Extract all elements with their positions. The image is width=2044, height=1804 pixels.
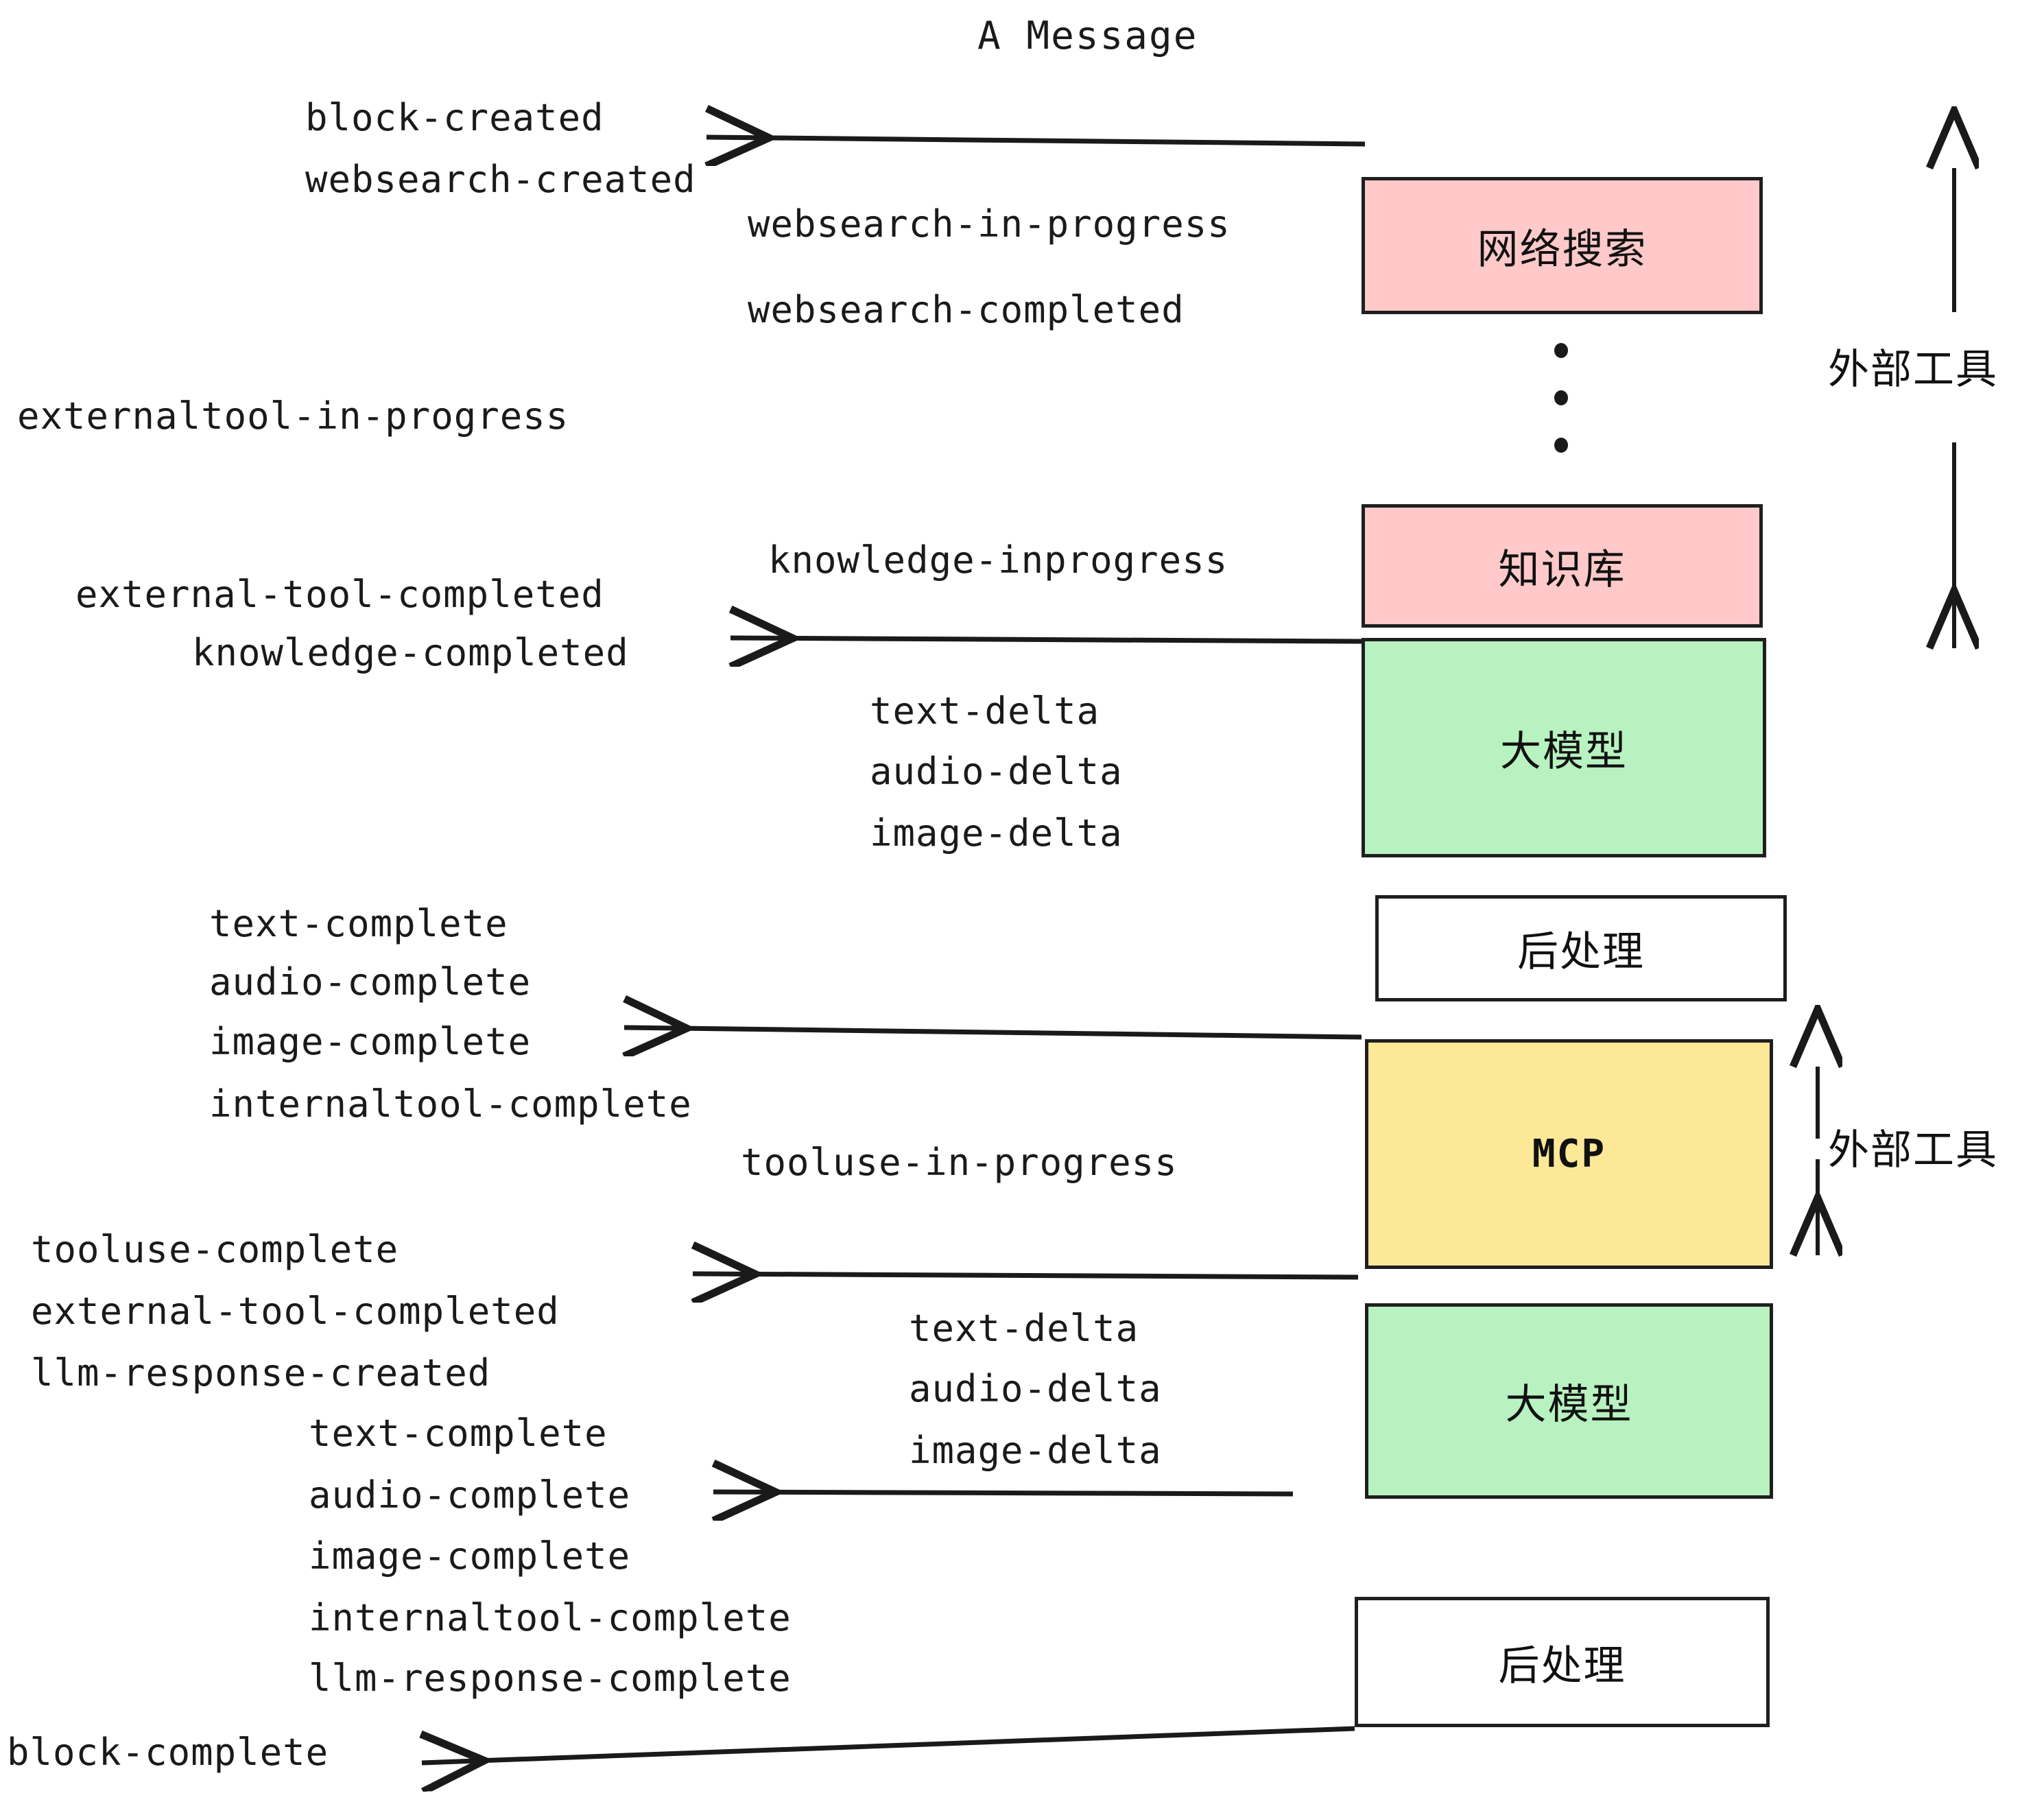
event-image-complete-2: image-complete [309,1534,631,1578]
node-mcp[interactable]: MCP [1365,1039,1773,1269]
event-external-tool-completed-1: external-tool-completed [75,573,604,616]
event-websearch-completed: websearch-completed [748,288,1185,331]
dot-2 [1554,390,1568,405]
event-external-tool-completed-2: external-tool-completed [31,1290,560,1333]
node-llm-2[interactable]: 大模型 [1365,1303,1773,1499]
event-llm-response-complete: llm-response-complete [309,1657,792,1700]
event-image-delta-1: image-delta [870,811,1123,855]
event-text-complete-2: text-complete [309,1412,608,1455]
dot-1 [1554,343,1568,358]
event-tooluse-complete: tooluse-complete [31,1228,399,1271]
arrow-postprocess1-to-image-complete [624,1028,1362,1037]
event-externaltool-in-progress: externaltool-in-progress [17,394,569,438]
node-postprocess-2[interactable]: 后处理 [1355,1597,1770,1727]
event-image-delta-2: image-delta [909,1429,1162,1472]
event-block-complete: block-complete [7,1731,329,1774]
side-label-external-tool-top: 外部工具 [1828,346,1998,394]
arrow-postprocess2-to-block-complete [422,1726,1355,1763]
arrow-llm2-to-audio-complete [713,1492,1294,1494]
node-websearch[interactable]: 网络搜索 [1362,177,1763,314]
event-image-complete-1: image-complete [209,1020,532,1063]
node-knowledge[interactable]: 知识库 [1362,504,1763,628]
event-audio-delta-2: audio-delta [909,1367,1162,1410]
event-internaltool-complete-1: internaltool-complete [209,1082,692,1126]
node-postprocess-1[interactable]: 后处理 [1375,895,1787,1001]
event-knowledge-completed: knowledge-completed [192,631,629,674]
ellipsis-dots [1554,343,1569,453]
event-websearch-in-progress: websearch-in-progress [748,202,1231,246]
event-websearch-created: websearch-created [305,158,696,201]
event-text-delta-2: text-delta [909,1307,1139,1350]
event-tooluse-in-progress: tooluse-in-progress [741,1141,1178,1184]
page-title: A Message [977,14,1198,58]
event-block-created: block-created [305,96,604,139]
node-llm-1[interactable]: 大模型 [1362,638,1766,857]
dot-3 [1554,438,1568,453]
event-internaltool-complete-2: internaltool-complete [309,1596,792,1639]
event-audio-delta-1: audio-delta [870,750,1123,793]
event-llm-response-created: llm-response-created [31,1351,491,1394]
arrow-websearch-to-block-created [706,137,1366,144]
event-audio-complete-2: audio-complete [309,1473,631,1517]
arrow-knowledge-to-completed [730,638,1362,641]
arrow-mcp-to-tooluse-complete [693,1274,1359,1277]
event-text-delta-1: text-delta [870,689,1100,733]
event-text-complete-1: text-complete [209,902,508,945]
side-label-external-tool-bottom: 外部工具 [1828,1126,1998,1174]
event-audio-complete-1: audio-complete [209,960,532,1004]
event-knowledge-inprogress: knowledge-inprogress [768,538,1228,582]
